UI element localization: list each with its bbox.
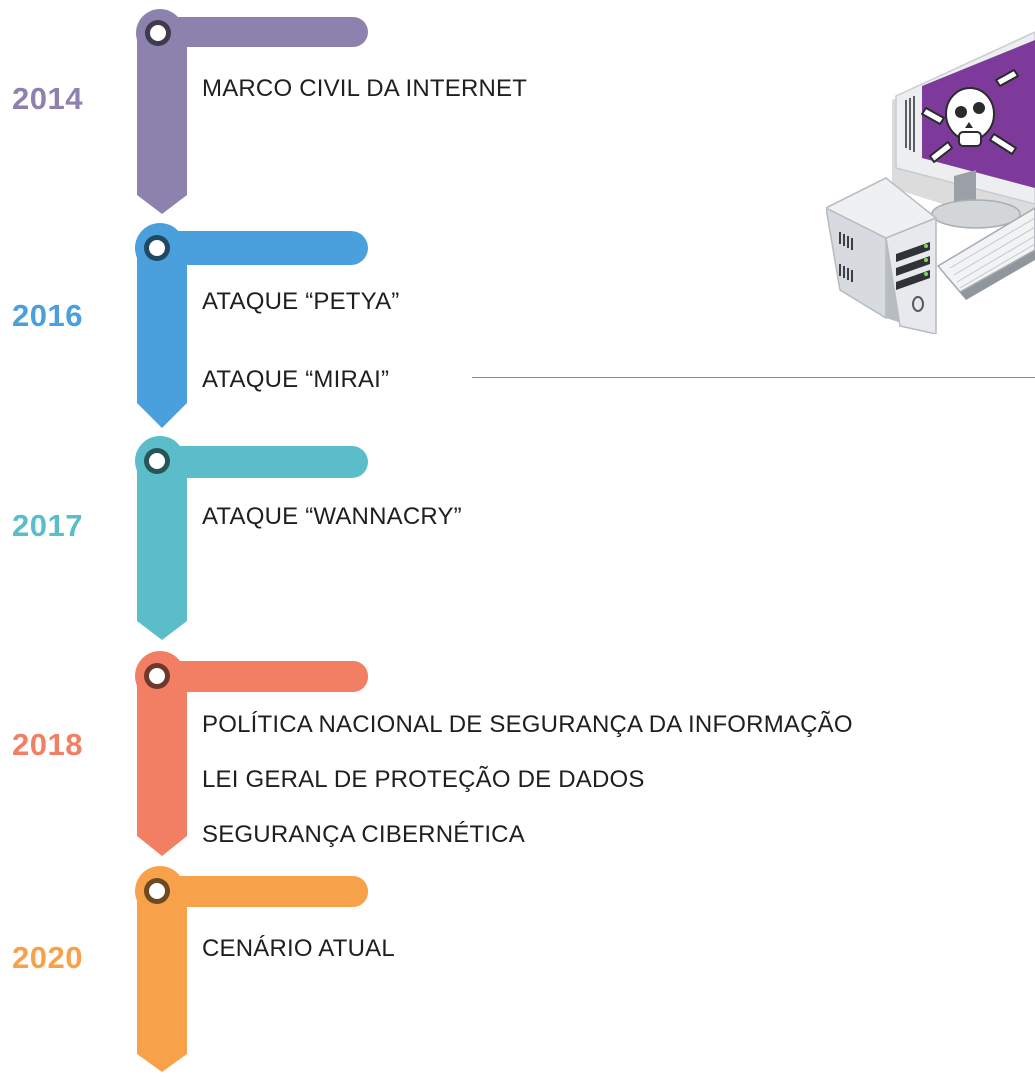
timeline-entry-2018: 2018 POLÍTICA NACIONAL DE SEGURANÇA DA I… (0, 651, 1035, 864)
year-label: 2018 (12, 727, 83, 762)
timeline-entry-2017: 2017 ATAQUE “WANNACRY” (0, 436, 1035, 649)
event-label: ATAQUE “PETYA” (202, 288, 400, 315)
year-label: 2016 (12, 298, 83, 333)
timeline-entry-2020: 2020 CENÁRIO ATUAL (0, 866, 1035, 1079)
event-label: MARCO CIVIL DA INTERNET (202, 75, 528, 102)
year-label: 2014 (12, 81, 83, 116)
timeline-entry-2016: 2016 ATAQUE “PETYA” ATAQUE “MIRAI” (0, 223, 1035, 436)
timeline-entry-2014: 2014 MARCO CIVIL DA INTERNET (0, 9, 1035, 222)
connector-line (472, 377, 1035, 378)
event-label: ATAQUE “WANNACRY” (202, 503, 462, 530)
event-label: ATAQUE “MIRAI” (202, 366, 390, 393)
year-label: 2017 (12, 508, 83, 543)
event-label: CENÁRIO ATUAL (202, 935, 395, 962)
event-label: SEGURANÇA CIBERNÉTICA (202, 821, 525, 848)
timeline-marker (135, 651, 368, 856)
event-label: LEI GERAL DE PROTEÇÃO DE DADOS (202, 766, 645, 793)
event-label: POLÍTICA NACIONAL DE SEGURANÇA DA INFORM… (202, 711, 853, 738)
timeline-marker (135, 223, 368, 428)
timeline-marker (135, 436, 368, 640)
hacked-computer-icon (826, 31, 1035, 334)
timeline-marker (135, 866, 368, 1072)
timeline-marker (136, 9, 368, 214)
year-label: 2020 (12, 940, 83, 975)
